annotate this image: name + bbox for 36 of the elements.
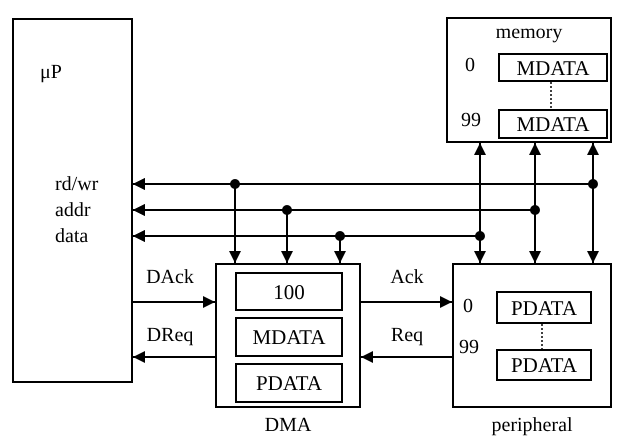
block-label: 99: [460, 108, 482, 132]
block-label: rd/wr: [55, 172, 100, 196]
arrow: [133, 178, 241, 263]
register-box: [498, 53, 608, 82]
register-box: [235, 363, 343, 403]
arrow: [133, 230, 346, 263]
register-box: [496, 291, 592, 324]
register-label: PDATA: [256, 371, 322, 395]
register-label: MDATA: [516, 112, 590, 136]
block-label: memory: [494, 20, 564, 44]
block-label: 0: [464, 53, 476, 77]
block-label: 0: [462, 294, 474, 318]
register-box: [496, 349, 592, 381]
block-label: μP: [40, 60, 63, 84]
arrow: [133, 351, 215, 363]
block-box: [12, 18, 133, 383]
arrow: [361, 351, 452, 363]
register-box: [235, 317, 343, 357]
block-label: 99: [458, 335, 480, 359]
register-label: MDATA: [516, 56, 590, 80]
register-box: [235, 272, 343, 311]
register-label: PDATA: [511, 353, 577, 377]
register-label: PDATA: [511, 296, 577, 320]
block-label: addr: [55, 198, 92, 222]
block-label: DMA: [264, 413, 312, 437]
register-box: [498, 109, 608, 139]
dotted-line: [550, 82, 552, 109]
dotted-line: [541, 324, 543, 349]
register-label: 100: [273, 280, 305, 304]
arrow: [133, 204, 293, 263]
arrow: [133, 296, 215, 308]
block-label: data: [55, 224, 90, 248]
arrow: [361, 296, 452, 308]
register-label: MDATA: [252, 325, 326, 349]
block-box: [446, 17, 612, 143]
block-label: peripheral: [490, 413, 574, 437]
